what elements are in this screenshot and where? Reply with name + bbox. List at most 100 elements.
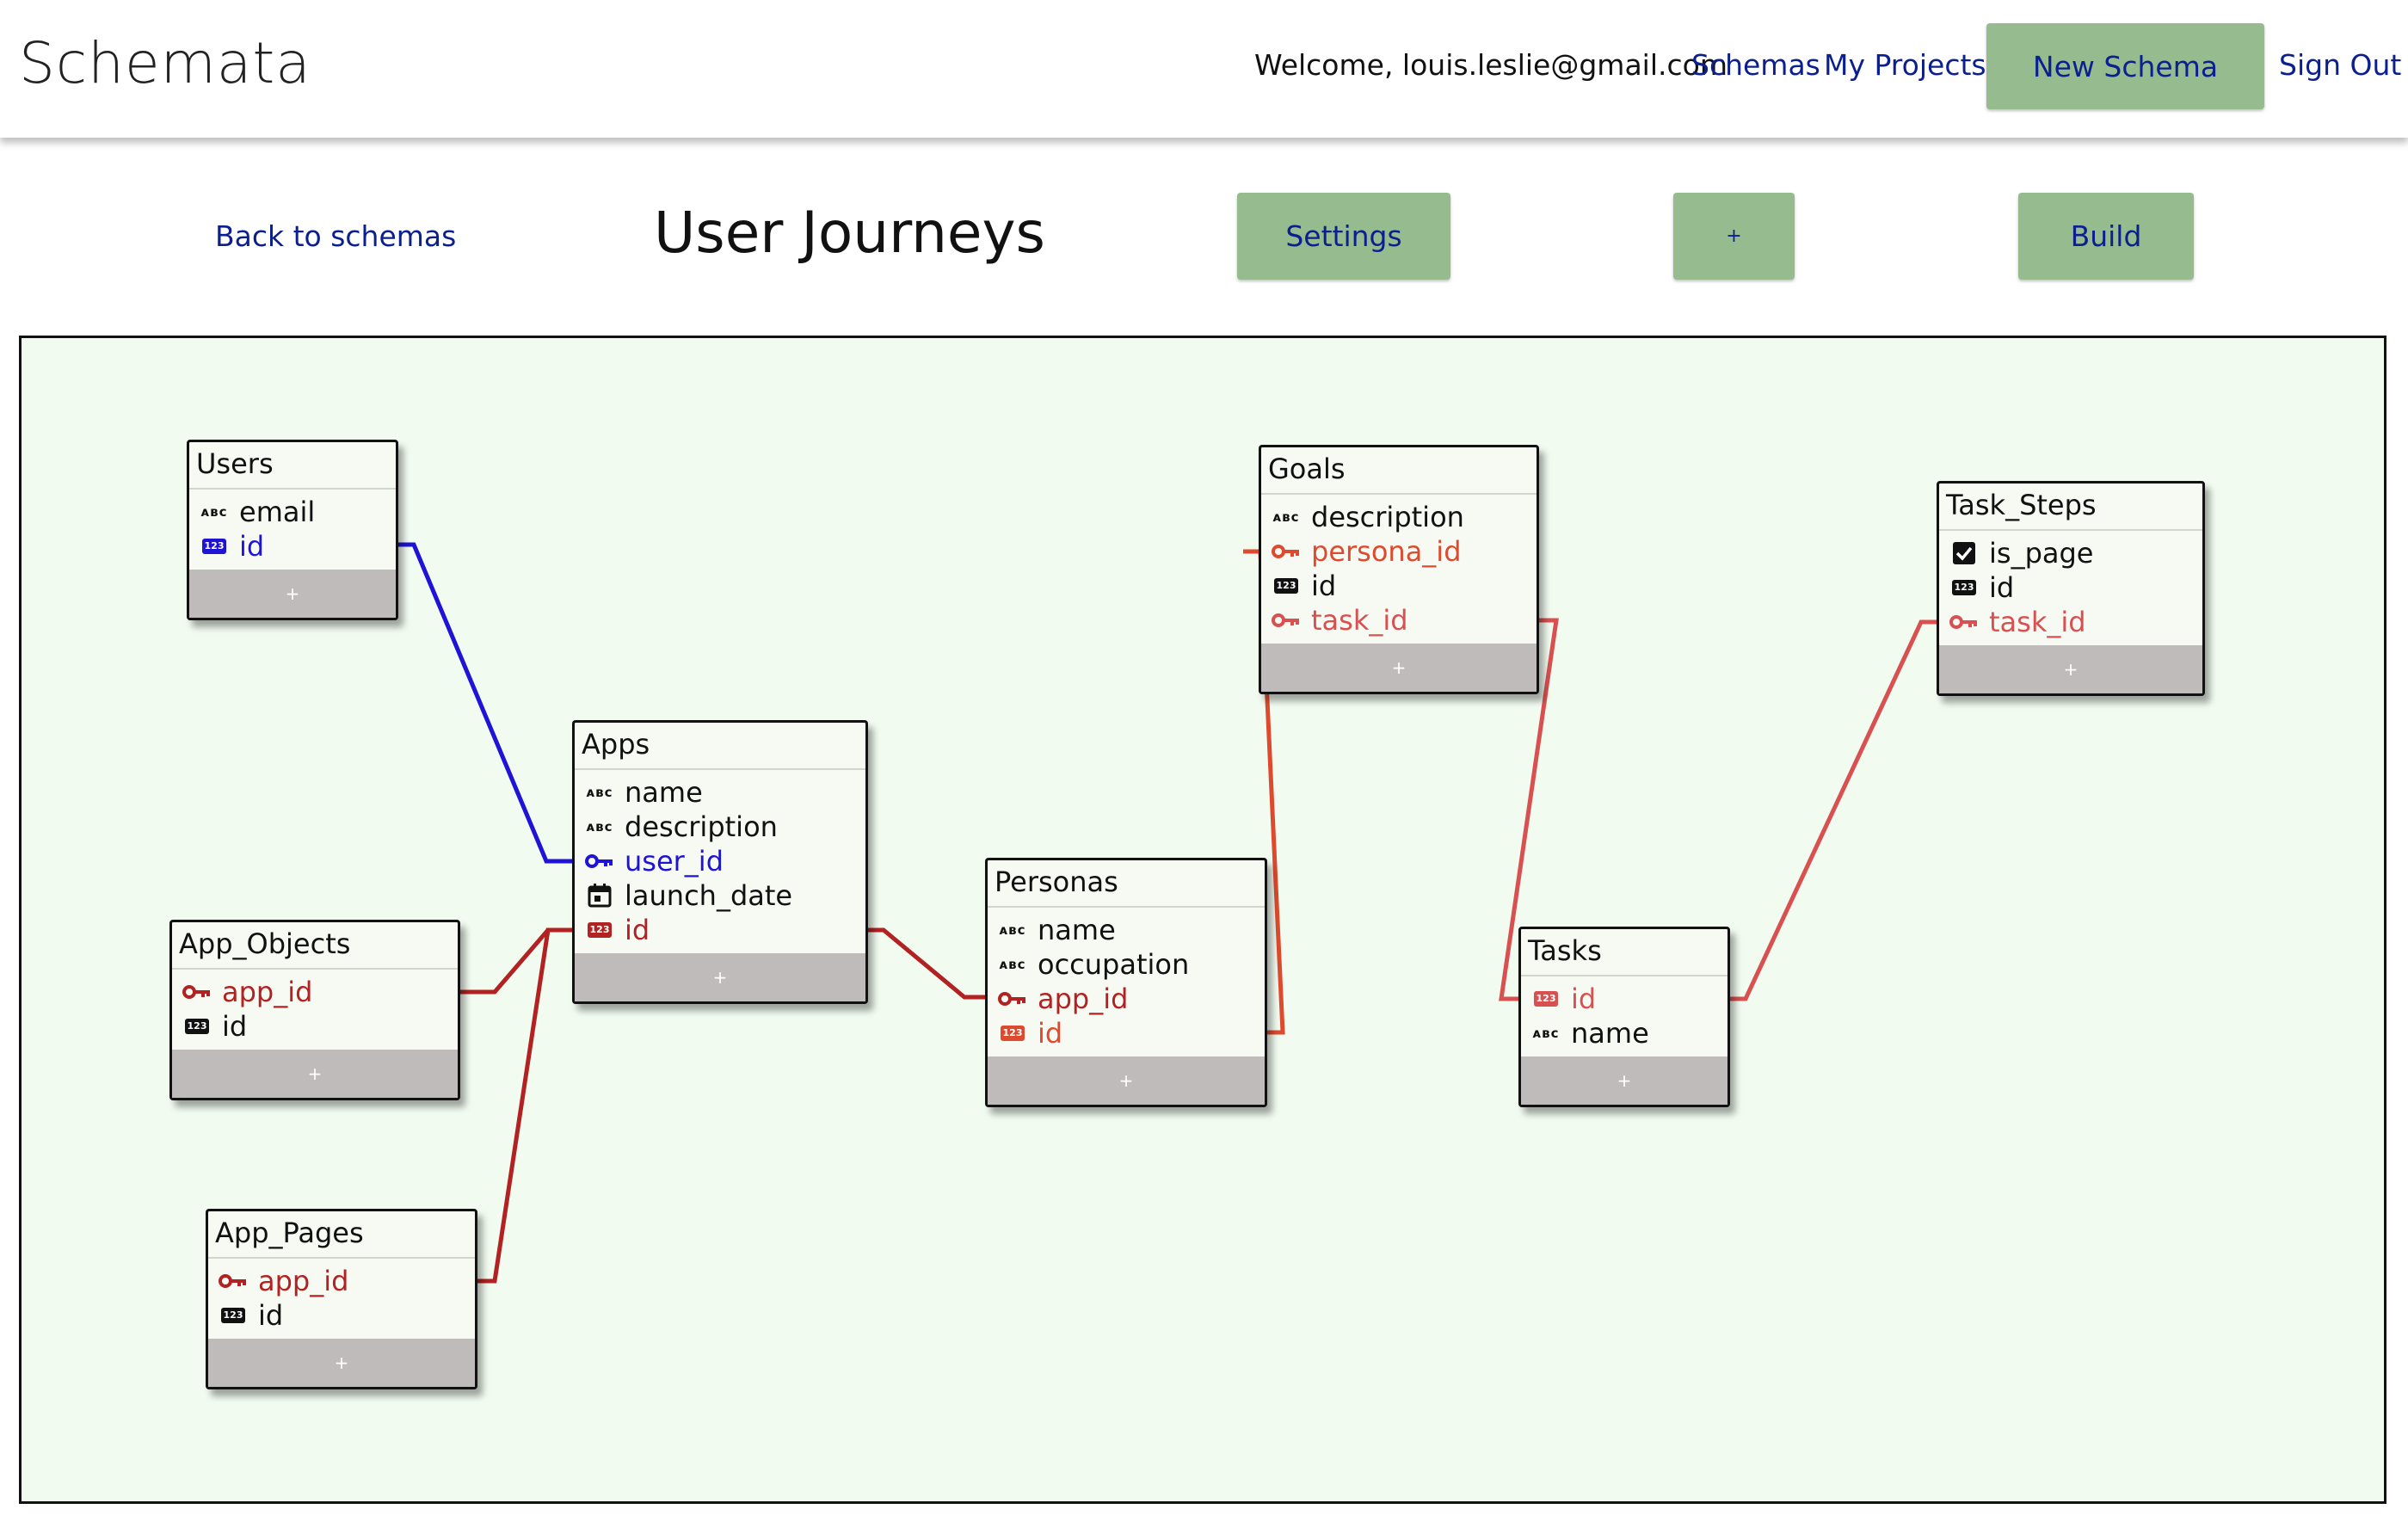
nav-schemas-link[interactable]: Schemas (1691, 48, 1820, 82)
field-row[interactable]: 123 id (172, 1009, 458, 1044)
settings-button[interactable]: Settings (1237, 193, 1450, 280)
field-label: task_id (1989, 606, 2086, 638)
schema-canvas[interactable]: Users ᴀʙᴄ email 123 id + Apps ᴀʙᴄ name ᴀ… (19, 336, 2386, 1504)
table-name[interactable]: App_Pages (208, 1211, 475, 1259)
field-label: is_page (1989, 537, 2094, 570)
nav-my-projects-link[interactable]: My Projects (1824, 48, 1986, 82)
field-row[interactable]: ᴀʙᴄ description (1261, 500, 1537, 534)
add-table-button[interactable]: + (1673, 193, 1795, 280)
key-icon (585, 850, 614, 872)
field-label: description (625, 810, 778, 843)
table-apps[interactable]: Apps ᴀʙᴄ name ᴀʙᴄ description user_id la (572, 720, 868, 1004)
build-button[interactable]: Build (2018, 193, 2194, 280)
field-row[interactable]: ᴀʙᴄ name (1521, 1016, 1727, 1050)
field-label: id (1311, 570, 1337, 602)
table-name[interactable]: Goals (1261, 447, 1537, 495)
field-label: name (1038, 914, 1116, 946)
table-name[interactable]: Apps (575, 723, 865, 770)
top-navbar: Schemata Welcome, louis.leslie@gmail.com… (0, 0, 2408, 138)
table-name[interactable]: Personas (988, 860, 1265, 908)
field-row[interactable]: app_id (208, 1264, 475, 1298)
field-label: id (1038, 1017, 1063, 1050)
abc-icon: ᴀʙᴄ (1532, 1026, 1560, 1041)
key-icon (998, 988, 1027, 1010)
table-users[interactable]: Users ᴀʙᴄ email 123 id + (187, 440, 398, 620)
table-task-steps[interactable]: Task_Steps is_page 123 id task_id + (1937, 481, 2205, 696)
sign-out-link[interactable]: Sign Out (2279, 48, 2402, 82)
table-tasks[interactable]: Tasks 123 id ᴀʙᴄ name + (1518, 927, 1730, 1107)
number-icon: 123 (585, 919, 614, 941)
field-row[interactable]: app_id (172, 975, 458, 1009)
field-row[interactable]: app_id (988, 982, 1265, 1016)
field-label: persona_id (1311, 535, 1462, 568)
field-label: name (1571, 1017, 1649, 1050)
number-icon: 123 (1531, 988, 1561, 1010)
add-field-button[interactable]: + (189, 570, 396, 618)
add-field-button[interactable]: + (172, 1050, 458, 1098)
field-label: id (1571, 983, 1597, 1015)
field-row[interactable]: launch_date (575, 878, 865, 913)
table-app-objects[interactable]: App_Objects app_id 123 id + (169, 920, 460, 1100)
table-name[interactable]: Task_Steps (1939, 484, 2202, 531)
table-goals[interactable]: Goals ᴀʙᴄ description persona_id 123 id (1259, 445, 1539, 694)
field-row[interactable]: 123 id (208, 1298, 475, 1333)
add-field-button[interactable]: + (575, 953, 865, 1001)
field-row[interactable]: 123 id (575, 913, 865, 947)
number-icon: 123 (219, 1304, 248, 1327)
back-to-schemas-link[interactable]: Back to schemas (215, 219, 457, 253)
field-row[interactable]: 123 id (988, 1016, 1265, 1050)
abc-icon: ᴀʙᴄ (1272, 509, 1300, 525)
field-row[interactable]: ᴀʙᴄ name (575, 775, 865, 810)
field-row[interactable]: 123 id (1261, 569, 1537, 603)
table-name[interactable]: Tasks (1521, 929, 1727, 976)
field-row[interactable]: persona_id (1261, 534, 1537, 569)
field-row[interactable]: ᴀʙᴄ occupation (988, 947, 1265, 982)
new-schema-button[interactable]: New Schema (1986, 23, 2264, 109)
relation-apps-app-objects (460, 927, 572, 995)
key-icon (182, 981, 212, 1003)
field-row[interactable]: task_id (1939, 605, 2202, 639)
abc-icon: ᴀʙᴄ (586, 785, 613, 800)
abc-icon: ᴀʙᴄ (999, 957, 1026, 972)
relation-apps-personas (868, 927, 985, 1000)
field-row[interactable]: 123 id (189, 529, 396, 564)
field-row[interactable]: user_id (575, 844, 865, 878)
abc-icon: ᴀʙᴄ (999, 922, 1026, 938)
number-icon: 123 (998, 1022, 1027, 1044)
table-name[interactable]: Users (189, 442, 396, 490)
brand-logo[interactable]: Schemata (19, 30, 311, 96)
welcome-text: Welcome, louis.leslie@gmail.com (1254, 48, 1727, 82)
field-label: id (222, 1010, 248, 1043)
add-field-button[interactable]: + (208, 1339, 475, 1387)
field-row[interactable]: task_id (1261, 603, 1537, 638)
add-field-button[interactable]: + (988, 1056, 1265, 1105)
table-app-pages[interactable]: App_Pages app_id 123 id + (206, 1209, 477, 1389)
field-label: description (1311, 501, 1464, 533)
add-field-button[interactable]: + (1939, 645, 2202, 693)
checkbox-icon (1949, 542, 1979, 564)
field-label: id (239, 530, 265, 563)
relation-users-apps (398, 542, 572, 864)
abc-icon: ᴀʙᴄ (200, 504, 228, 520)
table-name[interactable]: App_Objects (172, 922, 458, 970)
field-row[interactable]: ᴀʙᴄ description (575, 810, 865, 844)
add-field-button[interactable]: + (1261, 644, 1537, 692)
add-field-button[interactable]: + (1521, 1056, 1727, 1105)
field-label: user_id (625, 845, 724, 878)
number-icon: 123 (1272, 575, 1301, 597)
field-row[interactable]: ᴀʙᴄ name (988, 913, 1265, 947)
field-row[interactable]: 123 id (1939, 570, 2202, 605)
field-row[interactable]: is_page (1939, 536, 2202, 570)
field-label: launch_date (625, 879, 793, 912)
abc-icon: ᴀʙᴄ (586, 819, 613, 835)
field-label: task_id (1311, 604, 1408, 637)
key-icon (219, 1270, 248, 1292)
table-personas[interactable]: Personas ᴀʙᴄ name ᴀʙᴄ occupation app_id … (985, 858, 1267, 1107)
relation-apps-app-pages (477, 927, 572, 1284)
field-label: name (625, 776, 703, 809)
field-label: id (625, 914, 650, 946)
field-row[interactable]: 123 id (1521, 982, 1727, 1016)
field-row[interactable]: ᴀʙᴄ email (189, 495, 396, 529)
field-label: id (1989, 571, 2015, 604)
field-label: email (239, 496, 316, 528)
